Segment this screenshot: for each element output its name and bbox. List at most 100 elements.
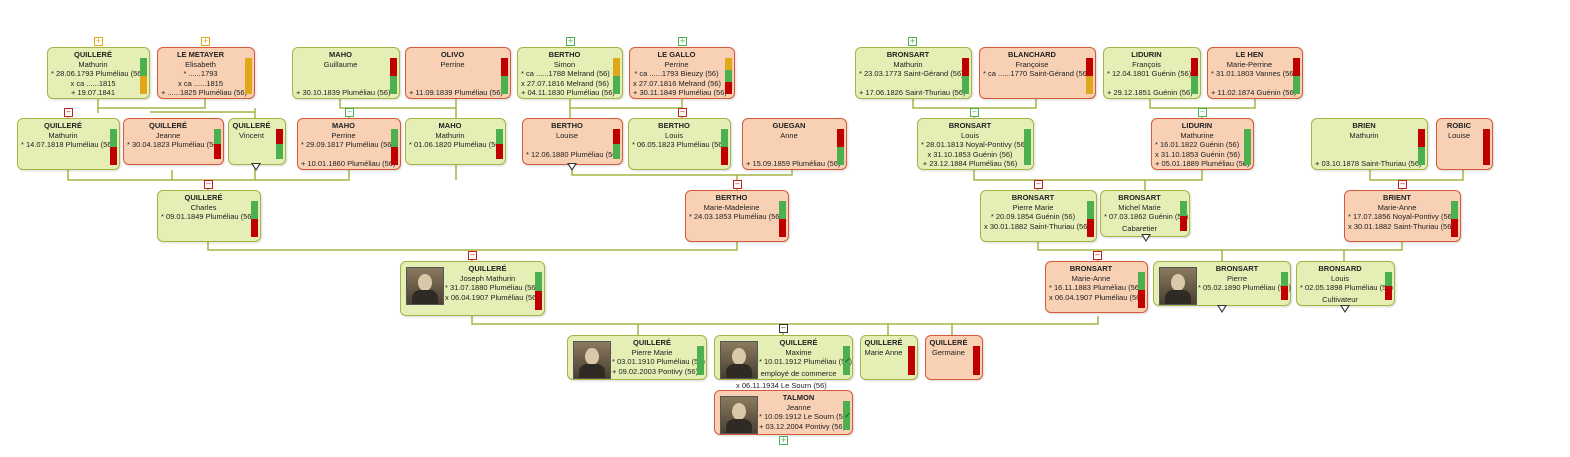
status-bar xyxy=(1451,219,1458,237)
status-bar xyxy=(501,76,508,94)
person-surname: LIDURIN xyxy=(1131,50,1162,59)
status-bar xyxy=(276,129,283,144)
collapse-toggle-icon[interactable]: − xyxy=(345,108,354,117)
descendants-indicator-icon[interactable] xyxy=(567,163,577,171)
descendants-indicator-icon[interactable] xyxy=(1141,234,1151,242)
source-status-bars xyxy=(214,129,221,159)
expand-toggle-icon[interactable]: + xyxy=(908,37,917,46)
status-bar xyxy=(613,144,620,159)
status-bar xyxy=(725,58,732,70)
person-event: x ca ......1815 xyxy=(177,78,224,88)
source-status-bars xyxy=(721,129,728,165)
source-status-bars xyxy=(390,58,397,94)
person-surname: QUILLERÉ xyxy=(929,338,968,347)
collapse-toggle-icon[interactable]: − xyxy=(468,251,477,260)
descendants-indicator-icon[interactable] xyxy=(251,163,261,171)
status-bar xyxy=(908,346,915,375)
status-bar xyxy=(110,129,117,147)
person-event: + 03.10.1878 Saint-Thuriau (56) xyxy=(1315,159,1422,168)
collapse-toggle-icon[interactable]: − xyxy=(1198,108,1207,117)
collapse-toggle-icon[interactable]: − xyxy=(1398,180,1407,189)
source-status-bars xyxy=(973,346,980,375)
person-event xyxy=(301,150,386,160)
collapse-toggle-icon[interactable]: − xyxy=(970,108,979,117)
status-bar xyxy=(1385,272,1392,286)
expand-toggle-icon[interactable]: + xyxy=(94,37,103,46)
person-event: * 10.01.1912 Pluméliau (56) xyxy=(759,357,852,366)
collapse-toggle-icon[interactable]: − xyxy=(678,108,687,117)
source-status-bars xyxy=(501,58,508,94)
person-event: x 31.10.1853 Guénin (56) xyxy=(927,149,1013,159)
collapse-toggle-icon[interactable]: − xyxy=(779,324,788,333)
person-given-name: Marie-Madeleine xyxy=(703,202,760,212)
person-given-name: Germaine xyxy=(932,347,965,357)
person-given-name: Mathurin xyxy=(78,59,108,69)
source-status-bars xyxy=(1191,58,1198,94)
collapse-toggle-icon[interactable]: − xyxy=(204,180,213,189)
person-event: * 10.09.1912 Le Sourn (56) xyxy=(759,412,850,421)
expand-toggle-icon[interactable]: + xyxy=(779,436,788,445)
descendants-indicator-icon[interactable] xyxy=(1217,305,1227,313)
descendants-indicator-icon[interactable] xyxy=(1340,305,1350,313)
person-event: x ca ......1815 xyxy=(70,78,116,88)
source-status-bars xyxy=(837,129,844,165)
expand-toggle-icon[interactable]: + xyxy=(566,37,575,46)
person-given-name: Marie-Anne xyxy=(1377,202,1417,212)
status-bar xyxy=(837,129,844,147)
status-bar xyxy=(1086,58,1093,76)
expand-toggle-icon[interactable]: + xyxy=(678,37,687,46)
person-event: + 23.12.1884 Pluméliau (56) xyxy=(922,159,1018,168)
person-photo xyxy=(720,341,758,379)
person-given-name: Perrine xyxy=(331,130,356,140)
person-given-name: Louis xyxy=(961,130,979,140)
status-bar xyxy=(140,76,147,94)
source-status-bars xyxy=(276,129,283,159)
source-status-bars xyxy=(1138,272,1145,308)
status-bar xyxy=(391,129,398,147)
person-surname: QUILLERÉ xyxy=(864,338,903,347)
expand-toggle-icon[interactable]: + xyxy=(201,37,210,46)
person-surname: QUILLERÉ xyxy=(633,338,671,347)
source-status-bars xyxy=(1087,201,1094,237)
collapse-toggle-icon[interactable]: − xyxy=(1034,180,1043,189)
collapse-toggle-icon[interactable]: − xyxy=(64,108,73,117)
collapse-toggle-icon[interactable]: − xyxy=(1093,251,1102,260)
collapse-toggle-icon[interactable]: − xyxy=(733,180,742,189)
